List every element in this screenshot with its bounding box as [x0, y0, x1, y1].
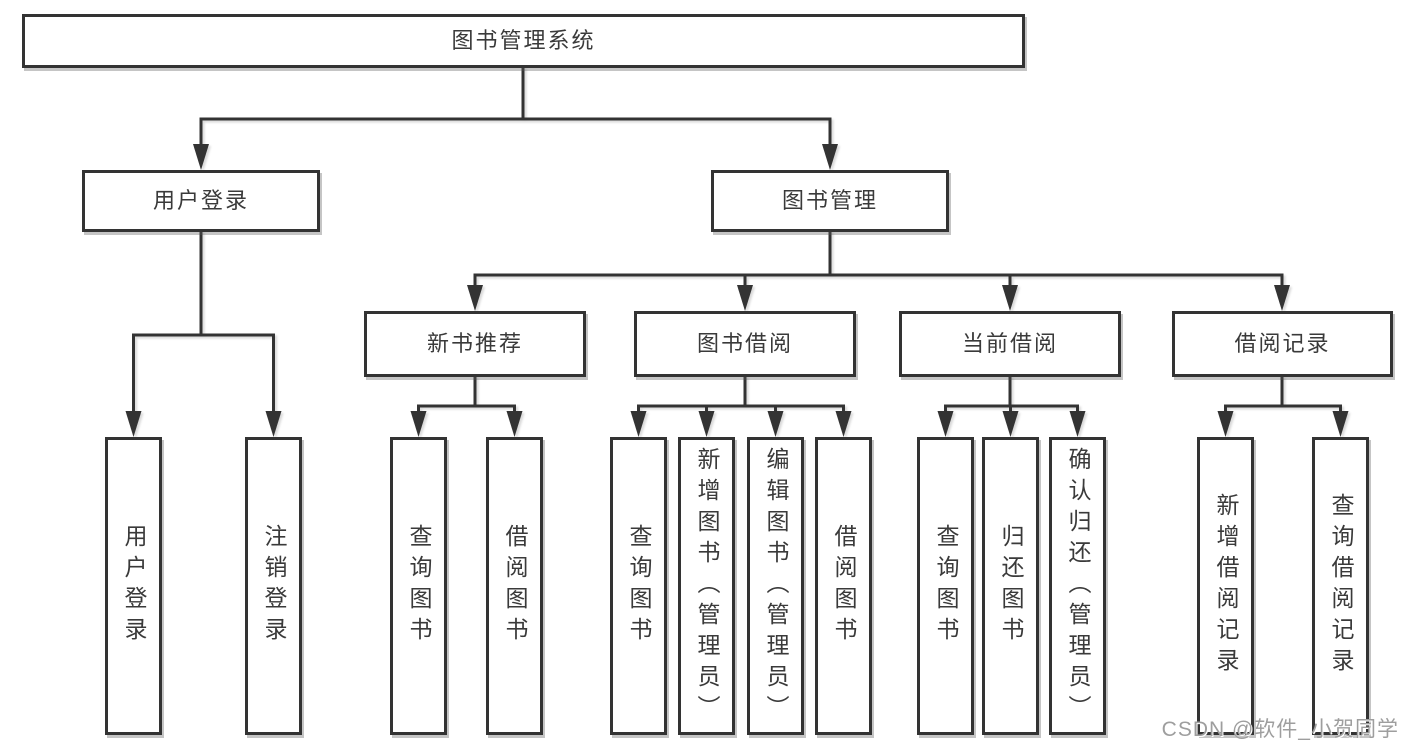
- leaf-logout: 注销登录: [245, 437, 302, 735]
- connector-root-to-level2: [193, 66, 838, 170]
- leaf-query-book-3-label: 查询图书: [933, 524, 959, 648]
- leaf-edit-book-admin-label: 编辑图书（管理员）: [763, 446, 789, 726]
- csdn-watermark: CSDN @软件_小贺同学: [1161, 718, 1399, 741]
- leaf-add-borrow-record: 新增借阅记录: [1197, 437, 1254, 735]
- leaf-add-book-admin: 新增图书（管理员）: [678, 437, 735, 735]
- leaf-borrow-book-2-label: 借阅图书: [831, 524, 857, 648]
- leaf-add-borrow-record-label: 新增借阅记录: [1213, 493, 1239, 679]
- connector-user-login-children: [125, 230, 282, 437]
- leaf-query-book-1: 查询图书: [390, 437, 447, 735]
- leaf-borrow-book-1-label: 借阅图书: [502, 524, 528, 648]
- leaf-query-borrow-record: 查询借阅记录: [1312, 437, 1369, 735]
- leaf-logout-label: 注销登录: [261, 524, 287, 648]
- leaf-user-login-label: 用户登录: [121, 524, 147, 648]
- node-root-system-label: 图书管理系统: [451, 28, 596, 53]
- leaf-confirm-return-admin: 确认归还（管理员）: [1049, 437, 1106, 735]
- leaf-confirm-return-admin-label: 确认归还（管理员）: [1065, 446, 1091, 726]
- node-book-management-label: 图书管理: [781, 188, 878, 213]
- node-book-borrow-label: 图书借阅: [696, 331, 793, 356]
- connector-current-borrow-children: [937, 375, 1086, 437]
- node-book-management: 图书管理: [711, 170, 949, 232]
- leaf-add-book-admin-label: 新增图书（管理员）: [694, 446, 720, 726]
- leaf-return-book-label: 归还图书: [998, 524, 1024, 648]
- leaf-borrow-book-1: 借阅图书: [486, 437, 543, 735]
- leaf-borrow-book-2: 借阅图书: [815, 437, 872, 735]
- leaf-return-book: 归还图书: [982, 437, 1039, 735]
- connector-book-borrow-children: [630, 375, 852, 437]
- node-borrow-record-label: 借阅记录: [1234, 331, 1331, 356]
- leaf-edit-book-admin: 编辑图书（管理员）: [747, 437, 804, 735]
- node-root-system: 图书管理系统: [22, 14, 1025, 68]
- leaf-query-book-2: 查询图书: [610, 437, 667, 735]
- node-user-login: 用户登录: [82, 170, 320, 232]
- leaf-user-login: 用户登录: [105, 437, 162, 735]
- leaf-query-book-1-label: 查询图书: [406, 524, 432, 648]
- node-current-borrow: 当前借阅: [899, 311, 1121, 377]
- node-book-borrow: 图书借阅: [634, 311, 856, 377]
- node-current-borrow-label: 当前借阅: [961, 331, 1058, 356]
- connector-book-management-children: [467, 230, 1290, 311]
- leaf-query-borrow-record-label: 查询借阅记录: [1328, 493, 1354, 679]
- connector-borrow-record-children: [1217, 375, 1349, 437]
- node-borrow-record: 借阅记录: [1172, 311, 1393, 377]
- node-new-book-recommend-label: 新书推荐: [426, 331, 523, 356]
- leaf-query-book-2-label: 查询图书: [626, 524, 652, 648]
- node-new-book-recommend: 新书推荐: [364, 311, 586, 377]
- leaf-query-book-3: 查询图书: [917, 437, 974, 735]
- connector-new-book-children: [410, 375, 523, 437]
- node-user-login-label: 用户登录: [152, 188, 249, 213]
